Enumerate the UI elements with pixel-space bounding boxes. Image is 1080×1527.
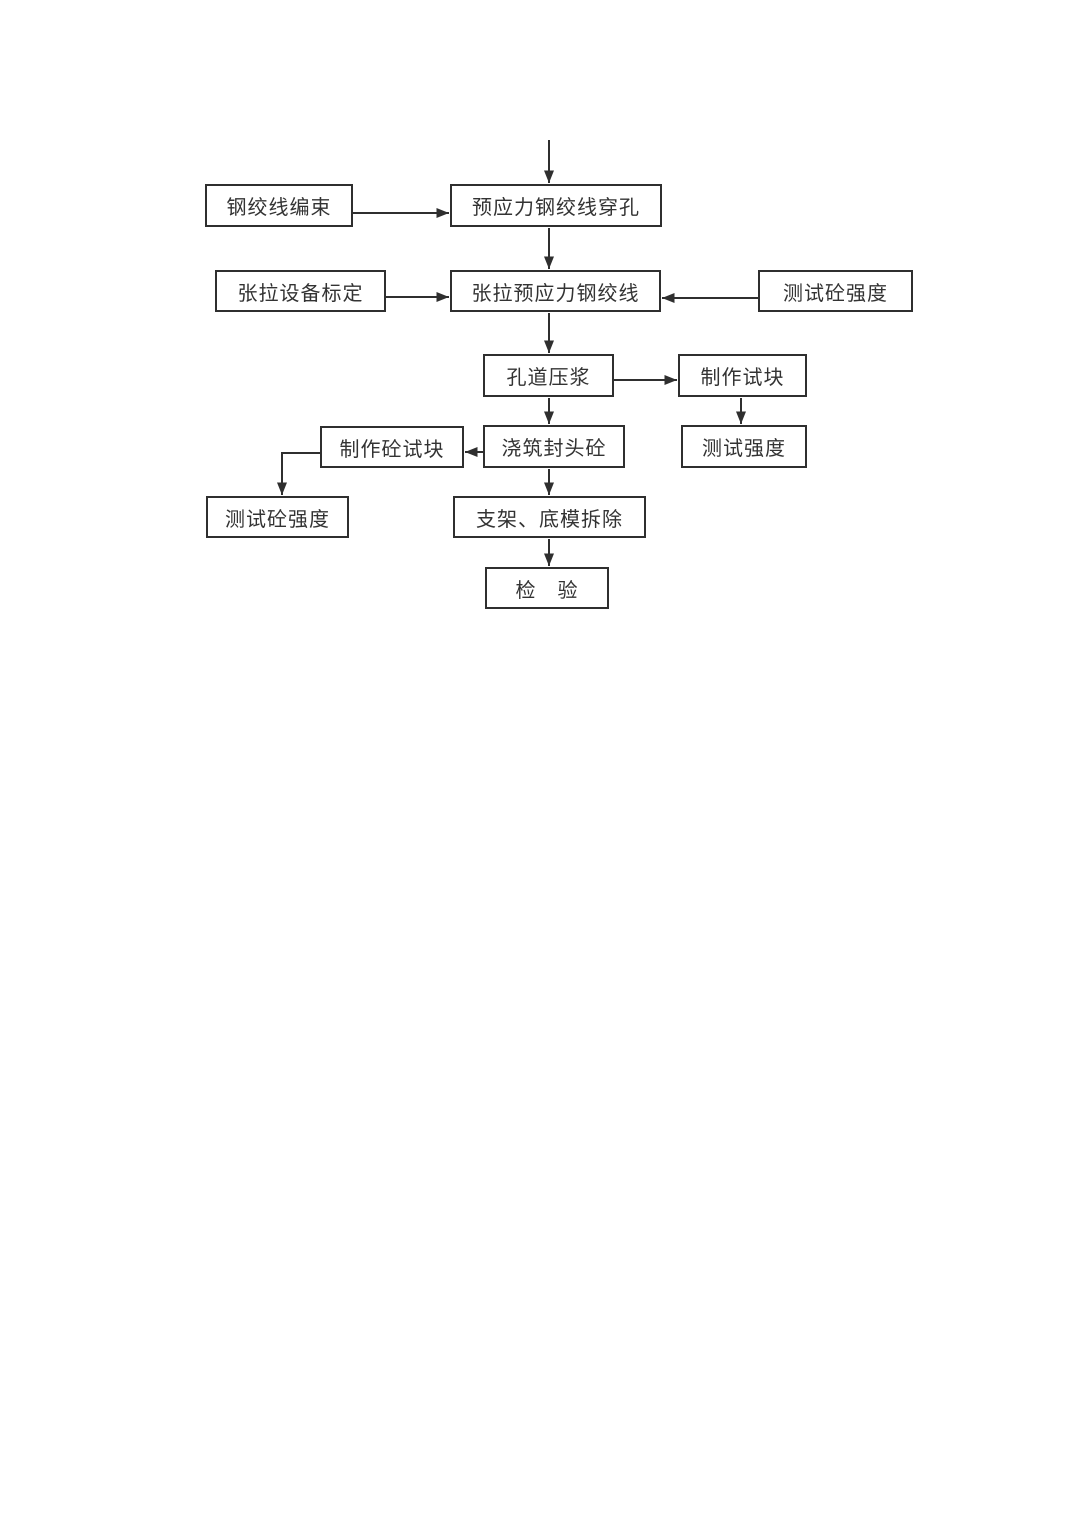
edge-make-conc-block-to-test-conc-left xyxy=(277,452,320,495)
flow-node-tension-strands: 张拉预应力钢绞线 xyxy=(450,270,661,312)
flow-node-make-test-block: 制作试块 xyxy=(678,354,807,397)
flow-node-test-strength: 测试强度 xyxy=(681,425,807,468)
flow-node-make-concrete-test-block: 制作砼试块 xyxy=(320,426,464,468)
flow-node-strand-bundling: 钢绞线编束 xyxy=(205,184,353,227)
flow-node-remove-support-formwork: 支架、底模拆除 xyxy=(453,496,646,538)
flow-node-duct-grouting: 孔道压浆 xyxy=(483,354,614,397)
flow-node-test-concrete-strength-left: 测试砼强度 xyxy=(206,496,349,538)
flow-node-jack-calibration: 张拉设备标定 xyxy=(215,270,386,312)
flow-node-pour-end-concrete: 浇筑封头砼 xyxy=(483,425,625,468)
flow-node-strand-threading: 预应力钢绞线穿孔 xyxy=(450,184,662,227)
flow-node-inspection: 检 验 xyxy=(485,567,609,609)
flow-node-test-concrete-strength-right: 测试砼强度 xyxy=(758,270,913,312)
